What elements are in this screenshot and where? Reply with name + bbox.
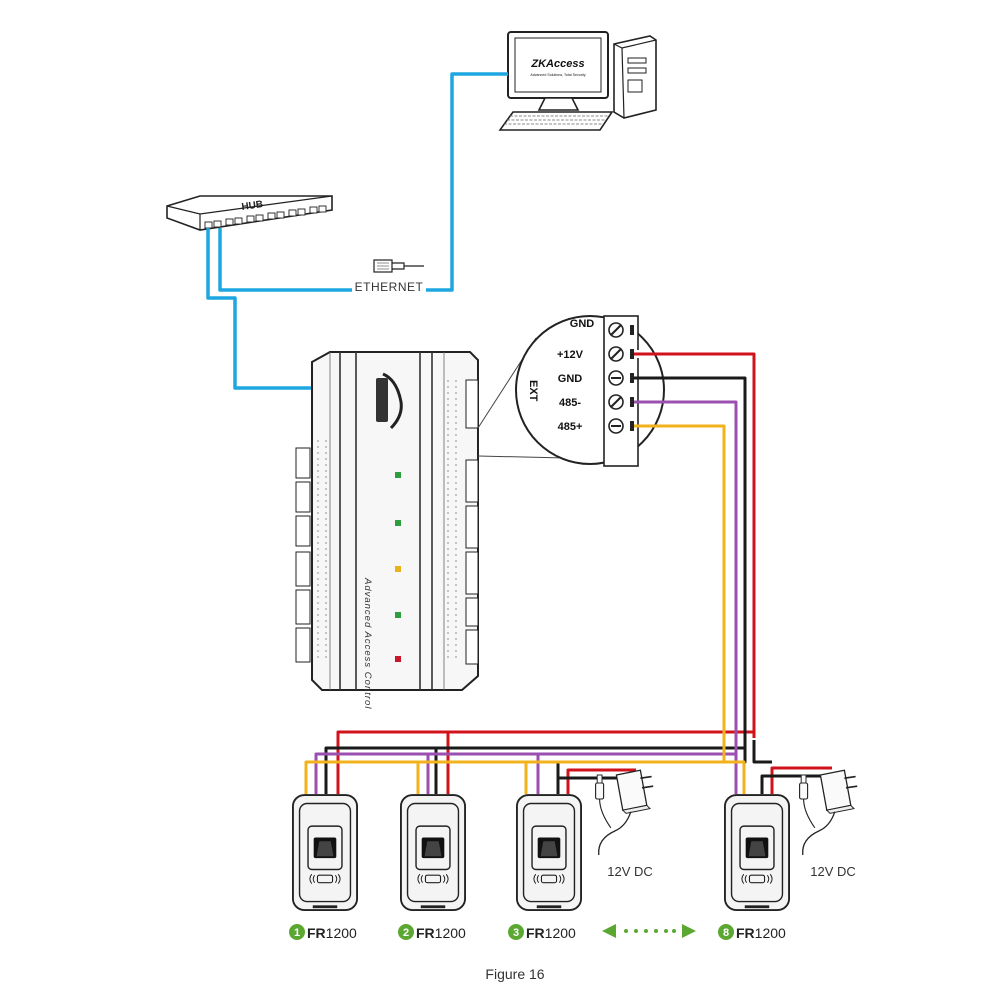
reader-2-badge [398, 924, 414, 940]
power-adapter-2-label: 12V DC [810, 864, 856, 879]
terminal-group-label: EXT [527, 380, 539, 402]
led-red [395, 656, 401, 662]
monitor-tagline-text: Advanced Solutions, Total Security [530, 73, 585, 77]
pc-tower [613, 35, 657, 119]
reader-1-number: 1 [294, 927, 300, 939]
power-adapter-2: 12V DC [798, 769, 859, 879]
reader-2-number: 2 [403, 927, 409, 939]
led-green-2 [395, 520, 401, 526]
reader-1-badge [289, 924, 305, 940]
terminal-screws [608, 322, 634, 434]
right-terminal-blocks [465, 379, 479, 665]
led-green-3 [395, 612, 401, 618]
power-adapter-1-label: 12V DC [607, 864, 653, 879]
ethernet-label-bg [352, 278, 426, 294]
terminal-label-gnd: GND [558, 373, 583, 385]
status-leds [395, 472, 401, 662]
terminal-pin-marks [317, 380, 457, 660]
left-terminal-blocks [295, 447, 311, 663]
reader-8-model: FR1200 [736, 925, 786, 941]
computer: ZKAccess Advanced Solutions, Total Secur… [498, 31, 657, 131]
reader-1: 1 FR1200 [289, 794, 358, 941]
controller-side-text: Advanced Access Control [362, 577, 373, 709]
ethernet-label: ETHERNET [355, 280, 424, 294]
reader-8: 8 FR1200 [718, 794, 790, 941]
reader-3: 3 FR1200 [508, 794, 582, 941]
reader-2-model: FR1200 [416, 925, 466, 941]
figure-caption: Figure 16 [485, 966, 544, 982]
terminal-magnifier: GND +12V GND 485- 485+ EXT [515, 315, 665, 467]
led-green-1 [395, 472, 401, 478]
bus-wires [304, 352, 832, 794]
monitor: ZKAccess Advanced Solutions, Total Secur… [507, 31, 609, 111]
led-yellow [395, 566, 401, 572]
wire-485-pos [304, 424, 746, 794]
reader-3-badge [508, 924, 524, 940]
rj45-connector-icon [373, 259, 424, 273]
monitor-brand-text: ZKAccess [530, 58, 584, 70]
reader-2: 2 FR1200 [398, 794, 466, 941]
reader-1-model: FR1200 [307, 925, 357, 941]
reader-8-number: 8 [723, 927, 729, 939]
terminal-label-485-neg: 485- [559, 397, 581, 409]
access-controller: Advanced Access Control [295, 351, 479, 709]
reader-3-model: FR1200 [526, 925, 576, 941]
reader-8-badge [718, 924, 734, 940]
terminal-label-gnd-top: GND [570, 318, 595, 330]
power-adapter-1: 12V DC [594, 769, 655, 879]
terminal-label-12v: +12V [557, 349, 584, 361]
keyboard [498, 111, 614, 131]
hub-ports [204, 205, 327, 229]
reader-3-number: 3 [513, 927, 519, 939]
controller-logo [376, 372, 403, 430]
terminal-wire-stubs [634, 352, 664, 428]
continuation-arrow-icon [602, 924, 696, 938]
hub: HUB [166, 195, 333, 231]
hub-label: HUB [241, 199, 264, 213]
terminal-label-485-pos: 485+ [558, 421, 583, 433]
ethernet-wires [206, 72, 508, 390]
